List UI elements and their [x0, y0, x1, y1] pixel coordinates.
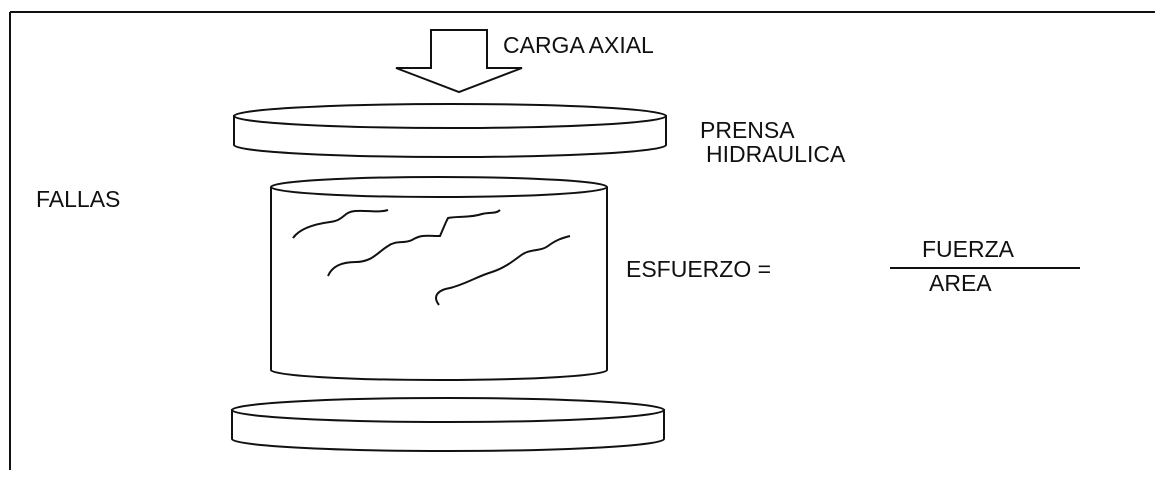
stress-label: ESFUERZO =: [626, 256, 771, 282]
press-label-line1: PRENSA: [700, 117, 795, 143]
stress-formula: ESFUERZO = FUERZA AREA: [626, 236, 1080, 296]
crack-line: [327, 209, 501, 277]
formula-denominator: AREA: [929, 270, 992, 296]
upper-press-plate: [233, 103, 667, 158]
press-label-line2: HIDRAULICA: [706, 141, 846, 167]
formula-numerator: FUERZA: [922, 236, 1015, 262]
lower-press-plate: [231, 397, 665, 452]
crack-line: [292, 209, 389, 239]
axial-load-label: CARGA AXIAL: [503, 32, 654, 58]
cracks: [292, 209, 571, 306]
frame: [9, 11, 1155, 470]
crack-line: [435, 235, 571, 306]
cylinder-specimen: [270, 176, 608, 381]
failures-label: FALLAS: [36, 186, 120, 212]
axial-load-arrow-icon: [395, 29, 523, 94]
